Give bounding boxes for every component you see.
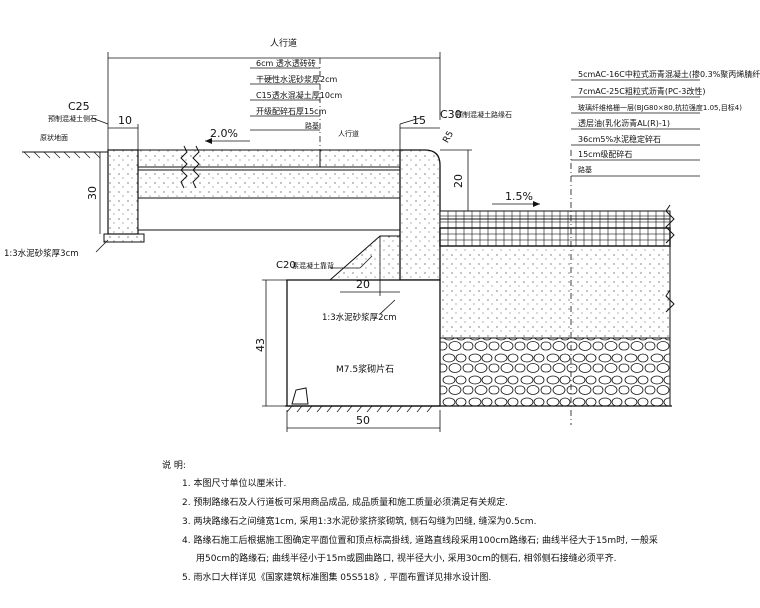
left-curb xyxy=(107,149,139,235)
dim-curb-height: 20 xyxy=(452,174,465,188)
dim-left-curb-top: 10 xyxy=(118,114,132,127)
sidewalk-layer-2: 干硬性水泥砂浆厚2cm xyxy=(256,74,337,84)
label-c25: C25 xyxy=(68,100,90,113)
road-layer-5: 36cm5%水泥稳定碎石 xyxy=(578,134,661,144)
m75-foundation xyxy=(286,279,441,407)
road-layer-2: 7cmAC-25C粗粒式沥青(PC-3改性) xyxy=(578,86,705,96)
c20-backing xyxy=(328,235,401,281)
road-grid-layer xyxy=(439,227,671,247)
dim-curb-depth: 30 xyxy=(86,186,99,200)
label-mortar-2cm: 1:3水泥砂浆厚2cm xyxy=(322,312,397,323)
sidewalk-layer-1: 6cm 透水透砖砖 xyxy=(256,58,316,68)
sidewalk-concrete-layer xyxy=(137,169,401,199)
slope-left: 2.0% xyxy=(210,127,238,140)
note-5: 5. 雨水口大样详见《国家建筑标准图集 05S518》, 平面布置详见排水设计图… xyxy=(182,573,492,583)
note-2: 2. 预制路缘石及人行道板可采用商品成品, 成品质量和施工质量必须满足有关规定. xyxy=(182,498,509,508)
note-3: 3. 两块路缘石之间缝宽1cm, 采用1:3水泥砂浆挤浆砌筑, 侧石勾缝为凹缝,… xyxy=(182,517,537,527)
note-4-cont: 用50cm的路缘石; 曲线半径小于15m或圆曲路口, 视半径大小, 采用30cm… xyxy=(196,554,617,564)
note-4: 4. 路缘石施工后根据施工图确定平面位置和顶点标高掛线, 道路直线段采用100c… xyxy=(182,536,658,546)
sidewalk-brick-layer xyxy=(137,149,401,168)
label-sidewalk-center: 人行道 xyxy=(338,129,359,138)
dim-radius: R5 xyxy=(441,130,456,145)
road-layer-7: 路基 xyxy=(578,165,592,174)
dim-foundation-height: 43 xyxy=(254,338,267,352)
label-natural-ground: 原状地面 xyxy=(40,133,68,142)
road-layer-6: 15cm级配碎石 xyxy=(578,149,632,159)
label-foundation: M7.5浆砌片石 xyxy=(336,363,394,375)
right-curb xyxy=(399,149,441,281)
road-cement-stabilized-layer xyxy=(439,245,671,339)
dim-right-curb-top: 15 xyxy=(412,114,426,127)
label-c25-sub: 预制混凝土侧石 xyxy=(48,114,97,123)
dim-sidewalk: 人行道 xyxy=(270,37,297,49)
label-c20-sub: 素混凝土靠背 xyxy=(292,261,334,270)
dim-backing-width: 20 xyxy=(356,278,370,291)
note-1: 1. 本图尺寸单位以厘米计. xyxy=(182,479,287,489)
label-c30: C30 xyxy=(440,108,462,121)
sidewalk-gravel-layer xyxy=(137,197,401,231)
slope-right: 1.5% xyxy=(505,190,533,203)
road-layer-3: 玻璃纤维格栅一层(BJG80×80,抗拉强度1.05,目标4) xyxy=(578,103,742,112)
road-gravel-layer xyxy=(439,337,671,407)
sidewalk-layer-4: 开级配碎石厚15cm xyxy=(256,106,327,116)
notes-heading: 说 明: xyxy=(162,461,186,471)
sidewalk-layer-5: 路基 xyxy=(305,121,319,130)
road-ac25-layer xyxy=(439,218,671,229)
sidewalk-layer-3: C15透水混凝土厚10cm xyxy=(256,90,342,100)
road-ac16-layer xyxy=(439,210,671,220)
road-layer-1: 5cmAC-16C中粒式沥青混凝土(掺0.3%聚丙烯腈纤维) xyxy=(578,69,760,79)
left-curb-mortar xyxy=(103,233,145,243)
label-c30-sub: 预制混凝土路缘石 xyxy=(456,110,512,119)
label-mortar-3cm: 1:3水泥砂浆厚3cm xyxy=(4,248,79,259)
label-c20: C20 xyxy=(276,260,296,271)
road-layer-4: 透层油(乳化沥青AL(R)-1) xyxy=(578,118,670,128)
dim-foundation-width: 50 xyxy=(356,414,370,427)
